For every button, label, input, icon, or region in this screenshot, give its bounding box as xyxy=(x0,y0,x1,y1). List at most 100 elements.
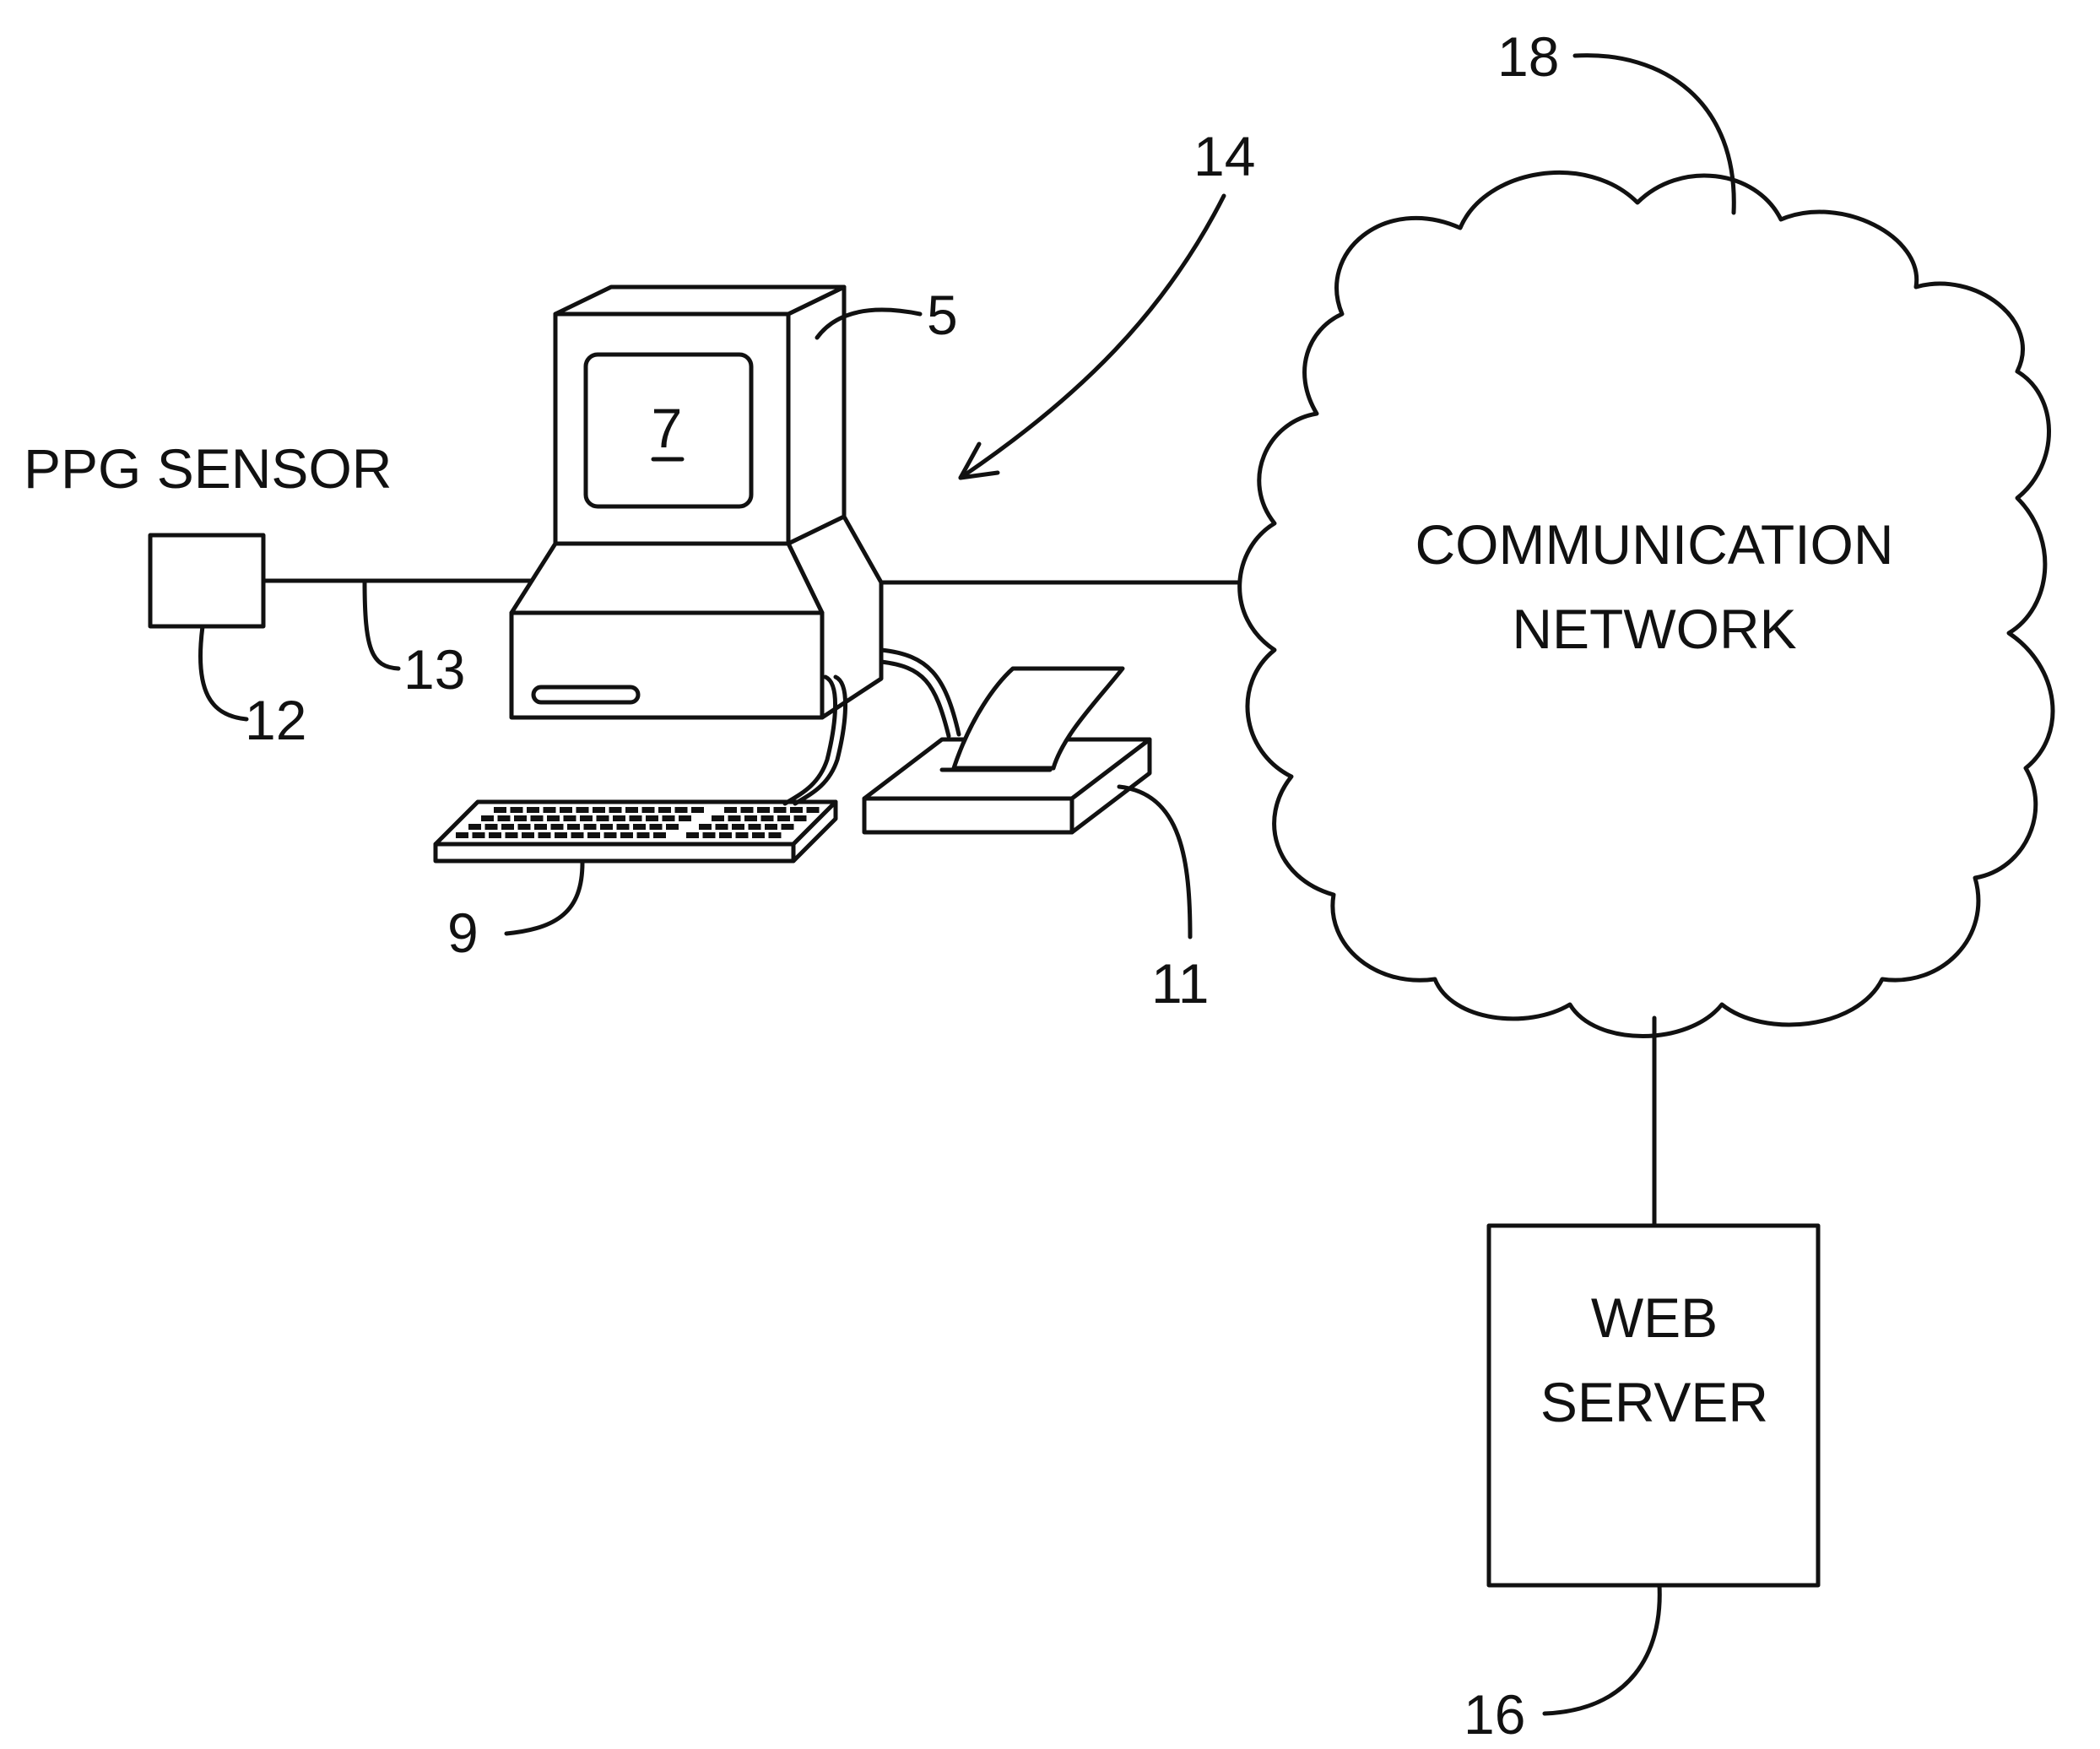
keyboard-key xyxy=(587,832,600,838)
keyboard-key xyxy=(539,832,551,838)
keyboard-key xyxy=(724,807,737,813)
printer-cable-inner xyxy=(881,662,949,736)
ref-14: 14 xyxy=(1193,125,1255,187)
ref-18: 18 xyxy=(1497,25,1559,88)
keyboard-key xyxy=(794,815,807,821)
keyboard-key xyxy=(691,807,704,813)
keyboard-key xyxy=(790,807,803,813)
keyboard-key xyxy=(679,815,691,821)
keyboard-key xyxy=(613,815,625,821)
printer xyxy=(864,669,1150,832)
network-label-line2: NETWORK xyxy=(1512,598,1796,660)
keyboard-key xyxy=(584,824,597,830)
keyboard-key xyxy=(544,807,556,813)
keyboard-key xyxy=(807,807,820,813)
keyboard-key xyxy=(765,824,777,830)
ref-16: 16 xyxy=(1464,1683,1525,1746)
keyboard-key xyxy=(675,807,688,813)
server-label-line2: SERVER xyxy=(1540,1371,1768,1433)
keyboard-key xyxy=(658,807,671,813)
ppg-sensor-label: PPG SENSOR xyxy=(24,437,392,500)
keyboard-key xyxy=(774,807,787,813)
ref-11: 11 xyxy=(1151,952,1210,1015)
keyboard-key xyxy=(769,832,782,838)
keyboard-key xyxy=(580,815,593,821)
ref-5: 5 xyxy=(927,284,958,346)
keyboard-key xyxy=(501,824,514,830)
keyboard-key xyxy=(712,815,724,821)
keyboard-key xyxy=(633,824,646,830)
keyboard-key xyxy=(518,824,531,830)
keyboard-key xyxy=(576,807,589,813)
keyboard-key xyxy=(646,815,658,821)
keyboard-key xyxy=(744,815,757,821)
server-leader-line xyxy=(1545,1585,1659,1714)
keyboard-key xyxy=(567,824,580,830)
computer xyxy=(511,287,881,717)
keyboard-key xyxy=(749,824,761,830)
keyboard-key xyxy=(560,807,572,813)
sensor-leader-line xyxy=(200,626,246,719)
keyboard-key xyxy=(597,815,609,821)
keyboard-key xyxy=(514,815,527,821)
keyboard-key xyxy=(703,832,716,838)
keyboard-key xyxy=(527,807,539,813)
keyboard-key xyxy=(531,815,544,821)
keyboard-key xyxy=(752,832,765,838)
server-label-line1: WEB xyxy=(1591,1286,1718,1349)
keyboard-key xyxy=(564,815,576,821)
keyboard-key xyxy=(637,832,650,838)
keyboard-key xyxy=(604,832,617,838)
keyboard-key xyxy=(511,807,523,813)
keyboard-key xyxy=(625,807,638,813)
ref-9: 9 xyxy=(447,902,479,964)
keyboard-key xyxy=(736,832,749,838)
printer-leader-line xyxy=(1119,787,1190,937)
ref-7: 7 xyxy=(652,397,683,459)
keyboard-key xyxy=(732,824,744,830)
keyboard-key xyxy=(642,807,655,813)
network-label-line1: COMMUNICATION xyxy=(1415,513,1893,576)
keyboard-key xyxy=(728,815,741,821)
keyboard-key xyxy=(456,832,468,838)
keyboard-key xyxy=(551,824,564,830)
keyboard-key xyxy=(617,824,630,830)
keyboard-key xyxy=(686,832,699,838)
keyboard-key xyxy=(473,832,485,838)
cable-leader-line xyxy=(365,581,398,669)
keyboard-key xyxy=(506,832,518,838)
keyboard-key xyxy=(481,815,494,821)
keyboard-key xyxy=(547,815,560,821)
keyboard xyxy=(436,802,836,861)
keyboard-key xyxy=(534,824,547,830)
keyboard-key xyxy=(522,832,534,838)
keyboard-key xyxy=(761,815,774,821)
ref-13: 13 xyxy=(403,638,465,701)
ref-12: 12 xyxy=(245,689,306,751)
keyboard-key xyxy=(699,824,712,830)
keyboard-key xyxy=(630,815,642,821)
ppg-sensor xyxy=(150,535,263,626)
keyboard-key xyxy=(498,815,511,821)
drive-slot xyxy=(533,687,638,702)
keyboard-key xyxy=(716,824,728,830)
keyboard-key xyxy=(653,832,666,838)
keyboard-key xyxy=(485,824,498,830)
keyboard-key xyxy=(663,815,675,821)
keyboard-leader-line xyxy=(506,863,582,934)
keyboard-key xyxy=(719,832,732,838)
keyboard-key xyxy=(600,824,613,830)
keyboard-key xyxy=(666,824,679,830)
keyboard-key xyxy=(555,832,567,838)
keyboard-key xyxy=(777,815,790,821)
keyboard-key xyxy=(571,832,584,838)
keyboard-key xyxy=(593,807,605,813)
keyboard-key xyxy=(609,807,622,813)
keyboard-key xyxy=(468,824,481,830)
keyboard-key xyxy=(489,832,501,838)
keyboard-key xyxy=(757,807,770,813)
keyboard-key xyxy=(650,824,663,830)
system-arrow xyxy=(961,196,1224,478)
keyboard-key xyxy=(782,824,794,830)
